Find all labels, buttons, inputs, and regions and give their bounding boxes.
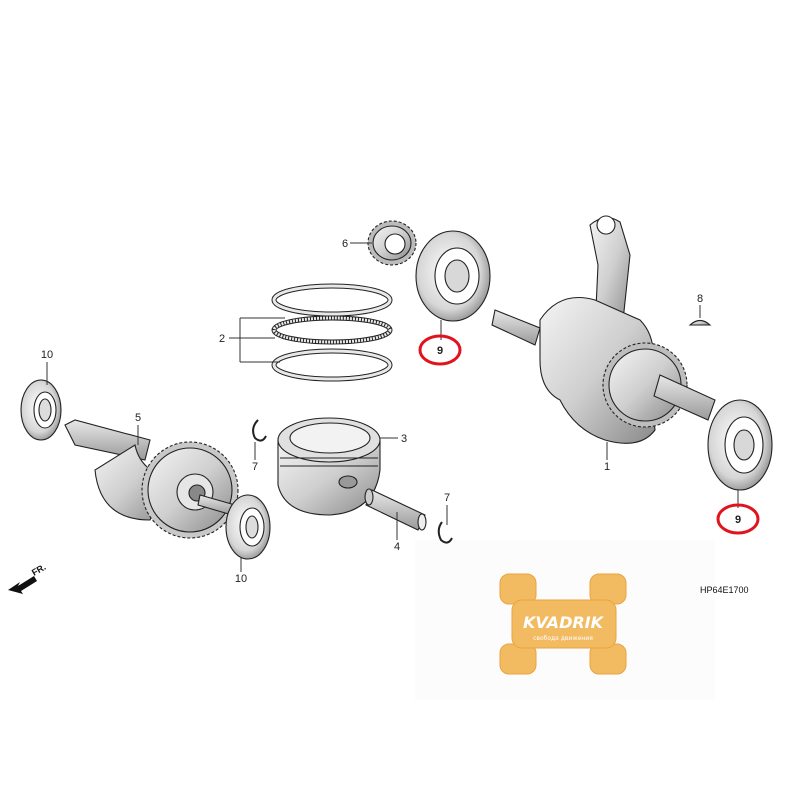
watermark-brand: KVADRIK — [523, 613, 605, 632]
gear-6 — [367, 220, 417, 266]
bearing-10-right — [225, 494, 271, 560]
callout-7-left: 7 — [252, 461, 258, 473]
woodruff-key-8 — [688, 319, 712, 326]
callout-5: 5 — [135, 412, 141, 424]
kvadrik-watermark: KVADRIK свобода движения — [415, 540, 715, 700]
piston-3 — [277, 417, 381, 516]
callout-6: 6 — [342, 238, 348, 250]
logo-body — [511, 599, 617, 649]
callout-7-right: 7 — [444, 492, 450, 504]
crankshaft-1 — [491, 215, 716, 444]
bearing-9-top — [415, 230, 491, 322]
drawing-code: HP64E1700 — [700, 585, 749, 595]
callout-2: 2 — [219, 333, 225, 345]
piston-rings-2 — [271, 283, 393, 382]
front-direction-arrow-icon — [8, 576, 37, 594]
highlight-circle-9-right — [716, 503, 760, 535]
callout-4: 4 — [394, 541, 400, 553]
piston-pin-4 — [364, 488, 427, 531]
callout-9-top: 9 — [437, 345, 443, 357]
watermark-tagline: свобода движения — [533, 635, 593, 642]
callout-10-bottom: 10 — [235, 573, 247, 585]
callout-8: 8 — [697, 293, 703, 305]
piston-pin-clip-7-left — [252, 419, 267, 442]
callout-10-top: 10 — [41, 349, 53, 361]
bearing-9-right — [707, 399, 773, 491]
callout-3: 3 — [401, 433, 407, 445]
bearing-10-left — [20, 379, 62, 441]
direction-label: FR. — [30, 562, 48, 578]
balancer-shaft-5 — [64, 419, 239, 539]
callout-1: 1 — [604, 461, 610, 473]
callout-9-right: 9 — [735, 514, 741, 526]
highlight-circle-9-top — [418, 334, 462, 366]
piston-pin-clip-7-right — [437, 521, 453, 544]
